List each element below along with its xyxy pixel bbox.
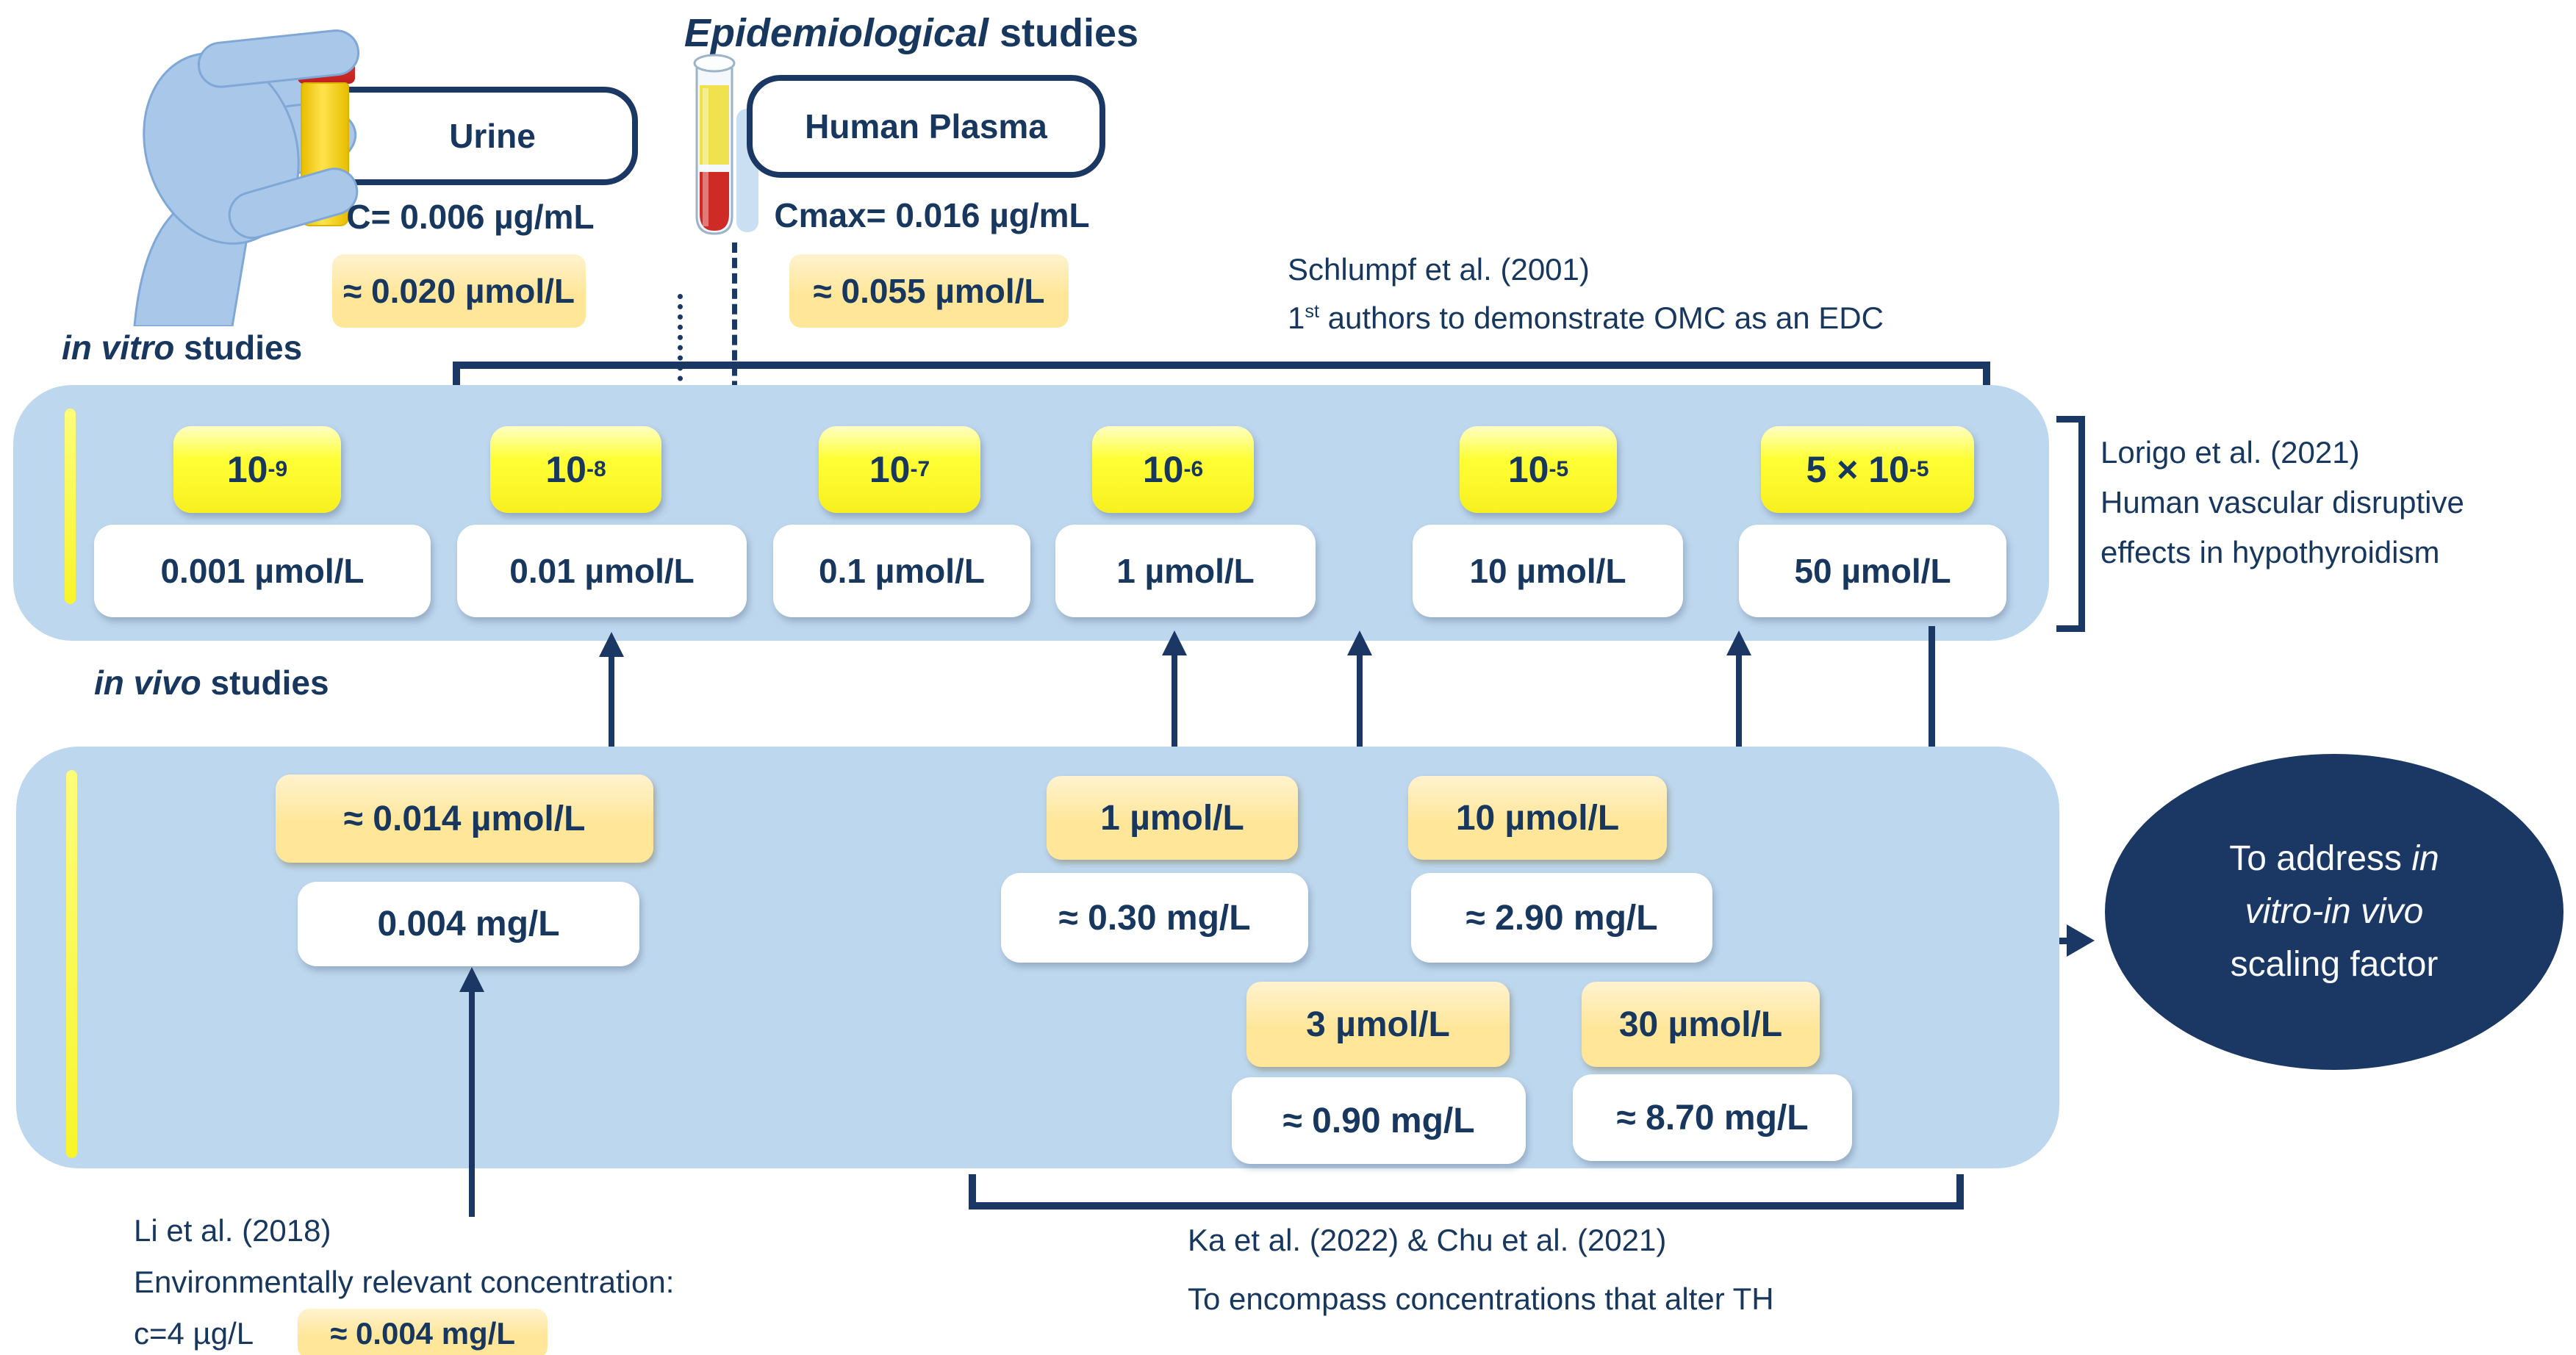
- arrow-1umol-to-1umol: [1162, 630, 1187, 777]
- plasma-molar-badge: ≈ 0.055 µmol/L: [789, 254, 1069, 328]
- vivo-molar-badge: ≈ 0.014 µmol/L: [276, 774, 653, 863]
- urine-label: Urine: [449, 117, 536, 155]
- scaling-text-italic2: vitro-in vivo: [2245, 892, 2424, 931]
- power-badge: 5 × 10-5: [1761, 426, 1974, 513]
- li-note-line2: Environmentally relevant concentration:: [134, 1265, 675, 1299]
- li-mass-badge: ≈ 0.004 mg/L: [298, 1309, 548, 1355]
- lorigo-bracket: [2056, 416, 2085, 632]
- li-concentration-arrow: [459, 967, 484, 1217]
- in-vitro-label-rest: studies: [174, 328, 303, 367]
- schlumpf-note-line1: Schlumpf et al. (2001): [1288, 252, 1590, 287]
- power-base: 10: [545, 449, 586, 490]
- power-base: 10: [1142, 449, 1184, 490]
- power-base: 5 × 10: [1806, 449, 1909, 490]
- concentration-box: 50 µmol/L: [1739, 525, 2006, 617]
- concentration-box: 0.01 µmol/L: [457, 525, 747, 617]
- epidemiological-title: Epidemiological studies: [610, 10, 1213, 56]
- in-vivo-accent-bar: [66, 770, 77, 1158]
- ka-chu-note-line2: To encompass concentrations that alter T…: [1188, 1282, 1774, 1316]
- vivo-mass-box: ≈ 0.30 mg/L: [1001, 873, 1308, 963]
- concentration-box: 10 µmol/L: [1413, 525, 1683, 617]
- epidemiological-title-rest: studies: [989, 11, 1139, 55]
- schlumpf-ordinal-sup: st: [1305, 301, 1319, 322]
- li-note-line3: c=4 µg/L: [134, 1316, 254, 1351]
- power-badge: 10-7: [819, 426, 980, 513]
- schlumpf-note-line2-rest: authors to demonstrate OMC as an EDC: [1319, 301, 1884, 335]
- power-badge: 10-8: [490, 426, 661, 513]
- urine-concentration: C= 0.006 µg/mL: [346, 198, 595, 236]
- concentration-box: 0.1 µmol/L: [773, 525, 1030, 617]
- scaling-line-arrowhead: [2067, 924, 2095, 957]
- lorigo-note-line1: Lorigo et al. (2021): [2100, 435, 2360, 470]
- in-vivo-label: in vivo studies: [94, 663, 329, 702]
- schlumpf-note: Schlumpf et al. (2001) 1st authors to de…: [1288, 245, 1884, 342]
- lorigo-note-line3: effects in hypothyroidism: [2100, 535, 2440, 569]
- li-note: Li et al. (2018) Environmentally relevan…: [134, 1205, 674, 1355]
- lorigo-note-line2: Human vascular disruptive: [2100, 485, 2464, 520]
- scaling-text-rest: scaling factor: [2230, 945, 2439, 984]
- vivo-molar-badge: 30 µmol/L: [1582, 982, 1820, 1067]
- plasma-tube-icon: [693, 54, 736, 235]
- in-vivo-label-rest: studies: [201, 664, 329, 702]
- power-badge: 10-5: [1460, 426, 1617, 513]
- epidemiological-title-italic: Epidemiological: [684, 11, 989, 55]
- urine-molar-badge: ≈ 0.020 µmol/L: [332, 254, 586, 328]
- plasma-label-box: Human Plasma: [747, 75, 1105, 178]
- scaling-text-pre: To address: [2229, 839, 2412, 878]
- vivo-mass-box: ≈ 2.90 mg/L: [1411, 873, 1712, 963]
- li-note-line3-row: c=4 µg/L ≈ 0.004 mg/L: [134, 1308, 674, 1355]
- glove-thumb-shape: [228, 168, 359, 240]
- vivo-mass-box: ≈ 0.90 mg/L: [1232, 1077, 1526, 1164]
- plasma-label: Human Plasma: [805, 107, 1047, 145]
- in-vitro-label-italic: in vitro: [62, 328, 175, 367]
- schlumpf-note-line2: 1st authors to demonstrate OMC as an EDC: [1288, 294, 1884, 342]
- in-vitro-label: in vitro studies: [62, 328, 302, 367]
- vivo-mass-box: ≈ 8.70 mg/L: [1573, 1074, 1852, 1161]
- glove-hand-icon: [133, 29, 360, 326]
- concentration-box: 0.001 µmol/L: [94, 525, 431, 617]
- plasma-concentration: Cmax= 0.016 µg/mL: [774, 196, 1090, 234]
- vivo-molar-badge: 1 µmol/L: [1047, 776, 1298, 860]
- ka-chu-note: Ka et al. (2022) & Chu et al. (2021) To …: [1188, 1211, 1774, 1329]
- in-vivo-label-italic: in vivo: [94, 664, 201, 702]
- vivo-molar-badge: 3 µmol/L: [1246, 982, 1510, 1067]
- arrow-0014-to-001: [599, 632, 624, 779]
- li-note-line1: Li et al. (2018): [134, 1213, 331, 1248]
- in-vitro-accent-bar: [65, 409, 76, 604]
- vivo-molar-badge: 10 µmol/L: [1408, 776, 1667, 860]
- glove-index-finger-shape: [197, 29, 360, 88]
- ka-chu-note-line1: Ka et al. (2022) & Chu et al. (2021): [1188, 1223, 1667, 1257]
- power-badge: 10-9: [173, 426, 341, 513]
- scaling-factor-text: To address in vitro-in vivo scaling factor: [2185, 833, 2483, 991]
- scaling-factor-ellipse: To address in vitro-in vivo scaling factor: [2105, 754, 2564, 1070]
- power-base: 10: [869, 449, 911, 490]
- concentration-box: 1 µmol/L: [1055, 525, 1316, 617]
- power-base: 10: [1507, 449, 1549, 490]
- power-badge: 10-6: [1092, 426, 1254, 513]
- scaling-text-italic1: in: [2411, 839, 2439, 878]
- in-vivo-range-bracket: [969, 1174, 1964, 1210]
- vivo-mass-box: 0.004 mg/L: [298, 882, 639, 966]
- lorigo-note: Lorigo et al. (2021) Human vascular disr…: [2100, 428, 2464, 578]
- schlumpf-ordinal: 1: [1288, 301, 1305, 335]
- power-base: 10: [226, 449, 268, 490]
